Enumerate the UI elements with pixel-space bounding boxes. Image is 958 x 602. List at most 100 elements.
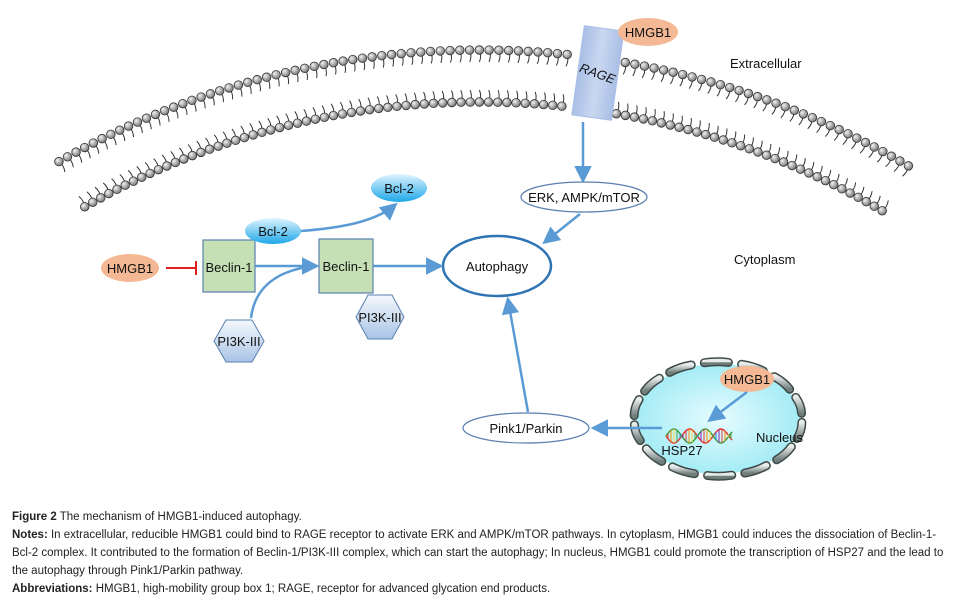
lipid-head xyxy=(845,188,855,198)
dna-strand xyxy=(665,428,733,444)
lipid-head xyxy=(120,180,130,190)
lipid-head xyxy=(123,121,134,131)
lipid-head xyxy=(762,95,772,105)
lipid-head xyxy=(798,109,809,119)
lipid-head xyxy=(665,120,675,130)
lipid-head xyxy=(709,132,720,142)
dna-helix-icon xyxy=(665,428,733,444)
lipid-head xyxy=(860,137,871,148)
svg-text:Pink1/Parkin: Pink1/Parkin xyxy=(490,421,563,436)
lipid-head xyxy=(196,147,206,158)
lipid-head xyxy=(88,138,99,148)
lipid-head xyxy=(520,98,530,108)
lipid-head xyxy=(230,135,241,146)
nuclear-envelope-segment xyxy=(631,421,644,444)
lipid-head xyxy=(266,125,276,135)
lipid-head xyxy=(538,99,549,110)
lipid-head xyxy=(455,45,465,55)
lipid-head xyxy=(629,112,640,122)
svg-text:HMGB1: HMGB1 xyxy=(107,261,153,276)
lipid-head xyxy=(196,92,206,102)
lipid-head xyxy=(71,147,81,157)
svg-text:Beclin-1: Beclin-1 xyxy=(206,260,253,275)
arrow-pink1-to-autophagy xyxy=(501,296,530,413)
lipid-head xyxy=(222,138,232,148)
lipid-head xyxy=(807,112,818,123)
lipid-head xyxy=(128,176,139,186)
lipid-head xyxy=(474,45,485,55)
lipid-head xyxy=(233,80,244,90)
lipid-head xyxy=(224,83,234,93)
lipid-head xyxy=(96,193,106,203)
lipid-head xyxy=(401,100,411,111)
lipid-head xyxy=(348,54,358,65)
lipid-head xyxy=(248,130,258,140)
dna-strand xyxy=(665,428,733,444)
lipid-head xyxy=(456,97,466,107)
lipid-head xyxy=(683,124,693,135)
pink1-parkin-node: Pink1/Parkin xyxy=(462,412,590,444)
lipid-head xyxy=(141,113,152,123)
notes-text: In extracellular, reducible HMGB1 could … xyxy=(12,529,944,577)
lipid-head xyxy=(274,122,285,133)
svg-text:HMGB1: HMGB1 xyxy=(625,25,671,40)
lipid-head xyxy=(428,98,439,109)
lipid-head xyxy=(474,97,485,107)
lipid-head xyxy=(337,109,348,119)
lipid-head xyxy=(611,109,622,119)
lipid-head xyxy=(106,129,116,140)
lipid-head xyxy=(503,45,514,56)
lipid-head xyxy=(735,141,746,151)
svg-text:Bcl-2: Bcl-2 xyxy=(384,181,414,196)
lipid-head xyxy=(319,112,330,123)
lipid-head xyxy=(895,156,905,166)
lipid-head xyxy=(494,45,504,55)
lipid-head xyxy=(656,118,667,128)
svg-text:Beclin-1: Beclin-1 xyxy=(323,259,370,274)
lipid-head xyxy=(271,70,281,80)
lipid-head xyxy=(674,122,684,132)
lipid-head xyxy=(364,104,375,115)
lipid-head xyxy=(744,144,755,154)
lipid-head xyxy=(820,175,831,186)
lipid-head xyxy=(438,98,448,108)
svg-text:Bcl-2: Bcl-2 xyxy=(258,224,288,239)
lipid-head xyxy=(725,82,735,93)
cell-membrane-bilayer xyxy=(54,45,914,216)
lipid-head xyxy=(301,116,312,126)
lipid-head xyxy=(145,168,155,179)
erk-ampk-mtor-node: ERK, AMPK/mTOR xyxy=(520,181,648,213)
lipid-head xyxy=(447,97,457,108)
lipid-head xyxy=(338,56,348,66)
lipid-head xyxy=(529,99,540,109)
lipid-head xyxy=(168,102,179,112)
nuclear-envelope-segment xyxy=(793,419,805,442)
nuclear-envelope xyxy=(629,357,807,481)
hmgb1-extracellular-node: HMGB1 xyxy=(618,18,678,46)
lipid-head xyxy=(80,202,90,212)
lipid-head xyxy=(54,156,64,167)
lipid-head xyxy=(795,164,806,174)
lipid-head xyxy=(734,85,744,96)
lipid-head xyxy=(383,102,393,113)
lipid-head xyxy=(328,110,339,121)
lipid-head xyxy=(283,120,294,130)
lipid-head xyxy=(778,157,789,167)
arrow-bcl2-release xyxy=(300,202,398,233)
lipid-head xyxy=(416,47,426,57)
hmgb1-nucleus-node: HMGB1 xyxy=(720,366,774,392)
lipid-head xyxy=(825,120,835,131)
nuclear-envelope-segment xyxy=(641,375,663,395)
bcl2-released-node: Bcl-2 xyxy=(371,174,427,202)
lipid-head xyxy=(367,52,377,62)
arrow-hmgb1-to-hsp27 xyxy=(707,391,748,423)
beclin1-complex-node: Beclin-1 xyxy=(318,238,374,294)
hmgb1-cytoplasm-node: HMGB1 xyxy=(101,254,159,282)
rage-receptor: RAGE xyxy=(571,25,625,121)
lipid-head xyxy=(548,100,558,111)
lipid-head xyxy=(377,50,387,61)
lipid-head xyxy=(620,57,630,68)
lipid-head xyxy=(243,77,253,88)
lipid-head xyxy=(687,72,697,82)
lipid-head xyxy=(804,168,814,178)
